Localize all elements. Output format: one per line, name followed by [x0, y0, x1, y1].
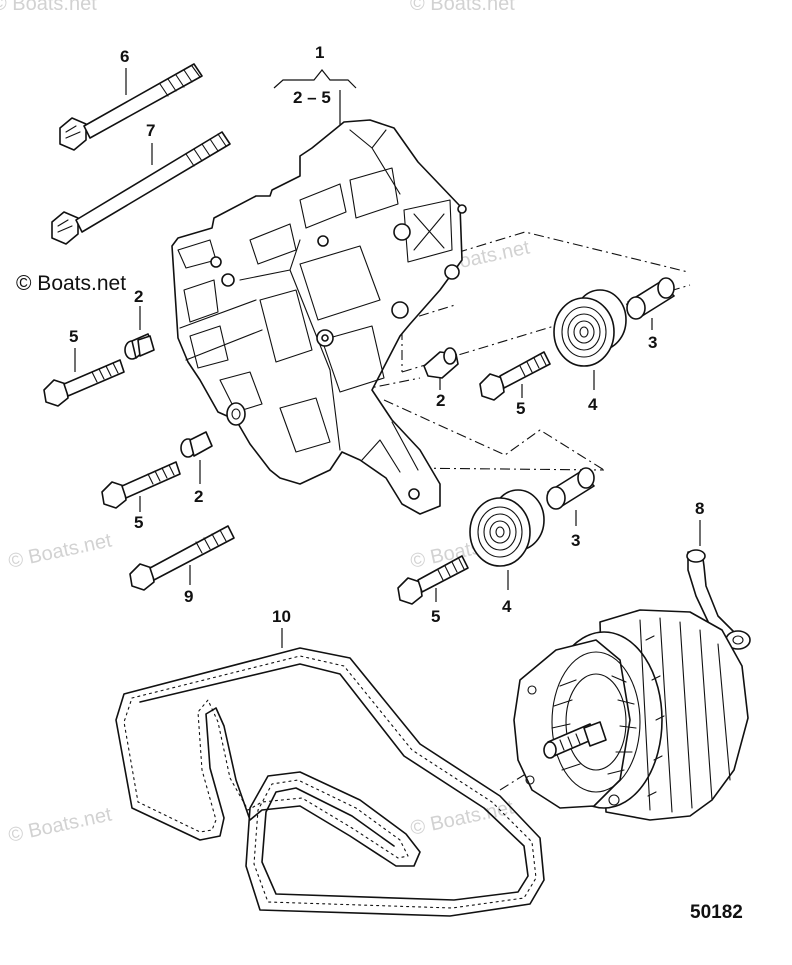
bolt-5-lower-left: 5 [101, 461, 181, 532]
watermark: © Boats.net [0, 0, 97, 15]
watermark: © Boats.net [410, 0, 515, 15]
callout-8: 8 [695, 499, 704, 518]
watermark: © Boats.net [408, 796, 516, 839]
callout-3: 3 [571, 531, 580, 550]
callout-2: 2 [436, 391, 445, 410]
washer-2-upper: 2 [124, 287, 155, 360]
callout-7: 7 [146, 121, 155, 140]
bolt-5-upper-right: 5 [479, 351, 551, 418]
bolt-9: 9 [129, 525, 235, 606]
callout-3: 3 [648, 333, 657, 352]
group-range-label: 2 – 5 [293, 88, 331, 107]
callout-9: 9 [184, 587, 193, 606]
callout-10: 10 [272, 607, 291, 626]
diagram-number: 50182 [690, 902, 743, 923]
callout-6: 6 [120, 47, 129, 66]
hose-8: 8 [686, 499, 751, 650]
callout-2: 2 [134, 287, 143, 306]
callout-5: 5 [431, 607, 440, 626]
pulley-4-upper: 4 [553, 289, 627, 414]
alternator-bracket [171, 119, 467, 515]
bushing-3-upper: 3 [626, 277, 675, 352]
callout-5: 5 [69, 327, 78, 346]
watermark: © Boats.net [6, 529, 114, 572]
bolt-5-upper-left: 5 [43, 327, 125, 407]
bolt-6: 6 [59, 47, 203, 151]
watermark: © Boats.net [6, 803, 114, 846]
alternator [513, 609, 749, 821]
serpentine-belt-10: 10 [115, 607, 545, 917]
callout-5: 5 [516, 399, 525, 418]
callout-5: 5 [134, 513, 143, 532]
callout-4: 4 [502, 597, 512, 616]
bushing-3-lower: 3 [546, 467, 595, 550]
callout-1: 1 [315, 43, 324, 62]
spacer-2-right: 2 [423, 347, 459, 410]
bolt-7: 7 [51, 121, 231, 245]
bolt-5-lower-right: 5 [397, 555, 469, 626]
group-bracket: 1 2 – 5 [273, 43, 357, 126]
washer-2-lower: 2 [180, 402, 246, 506]
callout-4: 4 [588, 395, 598, 414]
pulley-4-lower: 4 [469, 489, 545, 616]
copyright-label: © Boats.net [16, 272, 126, 295]
callout-2: 2 [194, 487, 203, 506]
